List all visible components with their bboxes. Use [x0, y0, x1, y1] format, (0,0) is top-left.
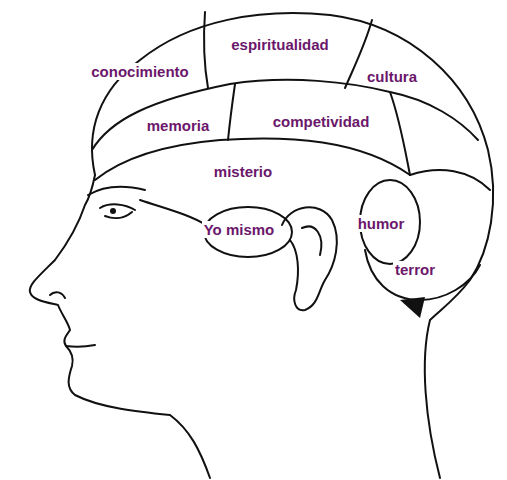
brain-region: conocimiento [89, 63, 191, 81]
brain-region: competividad [271, 113, 372, 131]
brain-region: cultura [365, 68, 419, 86]
region-label: Yo mismo [202, 221, 277, 238]
region-label: cultura [365, 68, 419, 85]
brain-region: Yo mismo [202, 221, 277, 239]
region-label: memoria [145, 117, 212, 134]
brain-region: humor [356, 215, 407, 233]
region-label: terror [393, 261, 437, 278]
region-label: misterio [212, 163, 274, 180]
region-label: humor [356, 215, 407, 232]
brain-region: terror [393, 261, 437, 279]
region-label: competividad [271, 113, 372, 130]
brain-region: misterio [212, 163, 274, 181]
brain-region: espiritualidad [229, 36, 331, 54]
brain-region: memoria [145, 117, 212, 135]
region-label: espiritualidad [229, 36, 331, 53]
region-label: conocimiento [89, 63, 191, 80]
